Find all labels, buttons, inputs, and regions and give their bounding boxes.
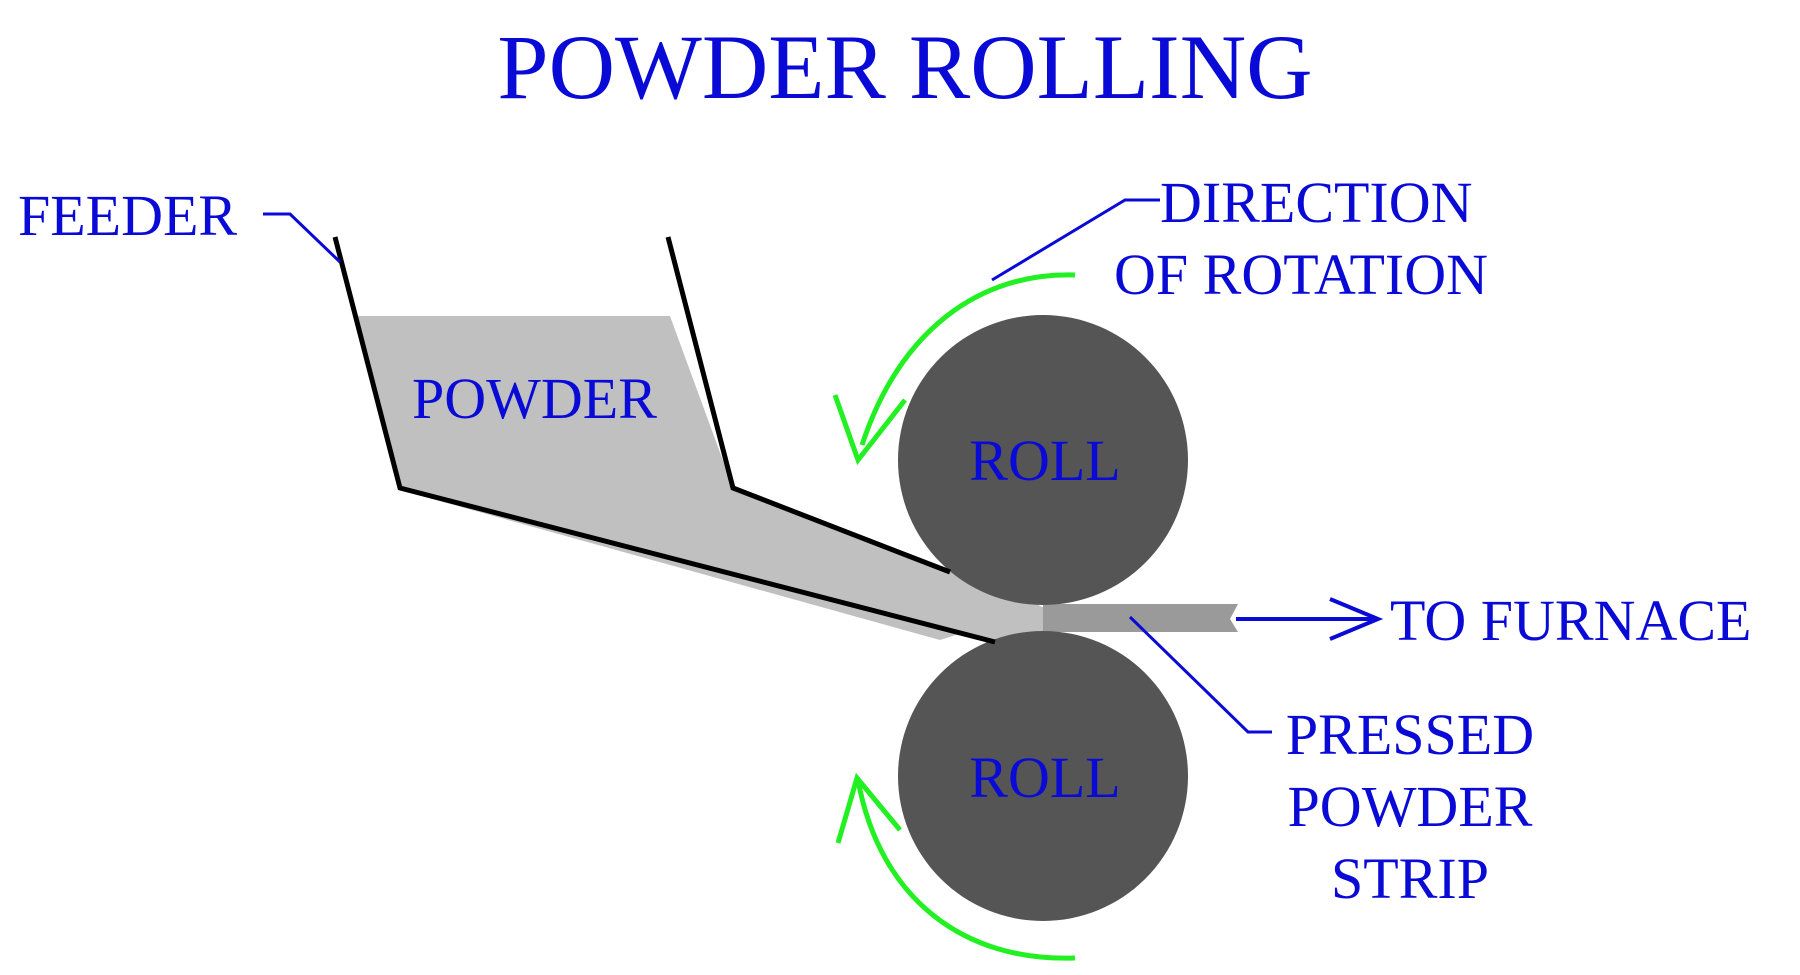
roll-top — [898, 315, 1188, 605]
feeder-leader-line — [263, 212, 342, 264]
rotation-arrowhead-top — [832, 394, 907, 466]
to-furnace-label: TO FURNACE — [1390, 588, 1751, 653]
pressed-strip-label-line1: PRESSED — [1286, 702, 1534, 767]
feeder-hopper-outline — [332, 236, 996, 645]
pressed-powder-strip — [1043, 604, 1238, 632]
strip-leader-line — [1128, 615, 1272, 734]
diagram-title: POWDER ROLLING — [497, 16, 1312, 118]
pressed-strip-label-line3: STRIP — [1331, 846, 1489, 911]
direction-label-line1: DIRECTION — [1160, 170, 1473, 235]
feeder-label: FEEDER — [18, 183, 237, 248]
roll-top-label: ROLL — [969, 428, 1120, 493]
roll-bottom-label: ROLL — [969, 745, 1120, 810]
direction-label-line2: OF ROTATION — [1114, 242, 1488, 307]
rotation-arrowhead-bottom — [835, 772, 902, 844]
rotation-arrow-bottom — [855, 779, 1076, 961]
pressed-strip-label-line2: POWDER — [1288, 774, 1533, 839]
powder-label: POWDER — [412, 366, 657, 431]
to-furnace-arrowhead — [1329, 597, 1384, 641]
feeder-hopper-outline-right — [665, 236, 951, 575]
powder-chute-fill — [398, 488, 1045, 642]
direction-leader-line — [991, 198, 1160, 282]
rotation-arrow-top — [859, 272, 1076, 446]
roll-bottom — [898, 631, 1188, 921]
